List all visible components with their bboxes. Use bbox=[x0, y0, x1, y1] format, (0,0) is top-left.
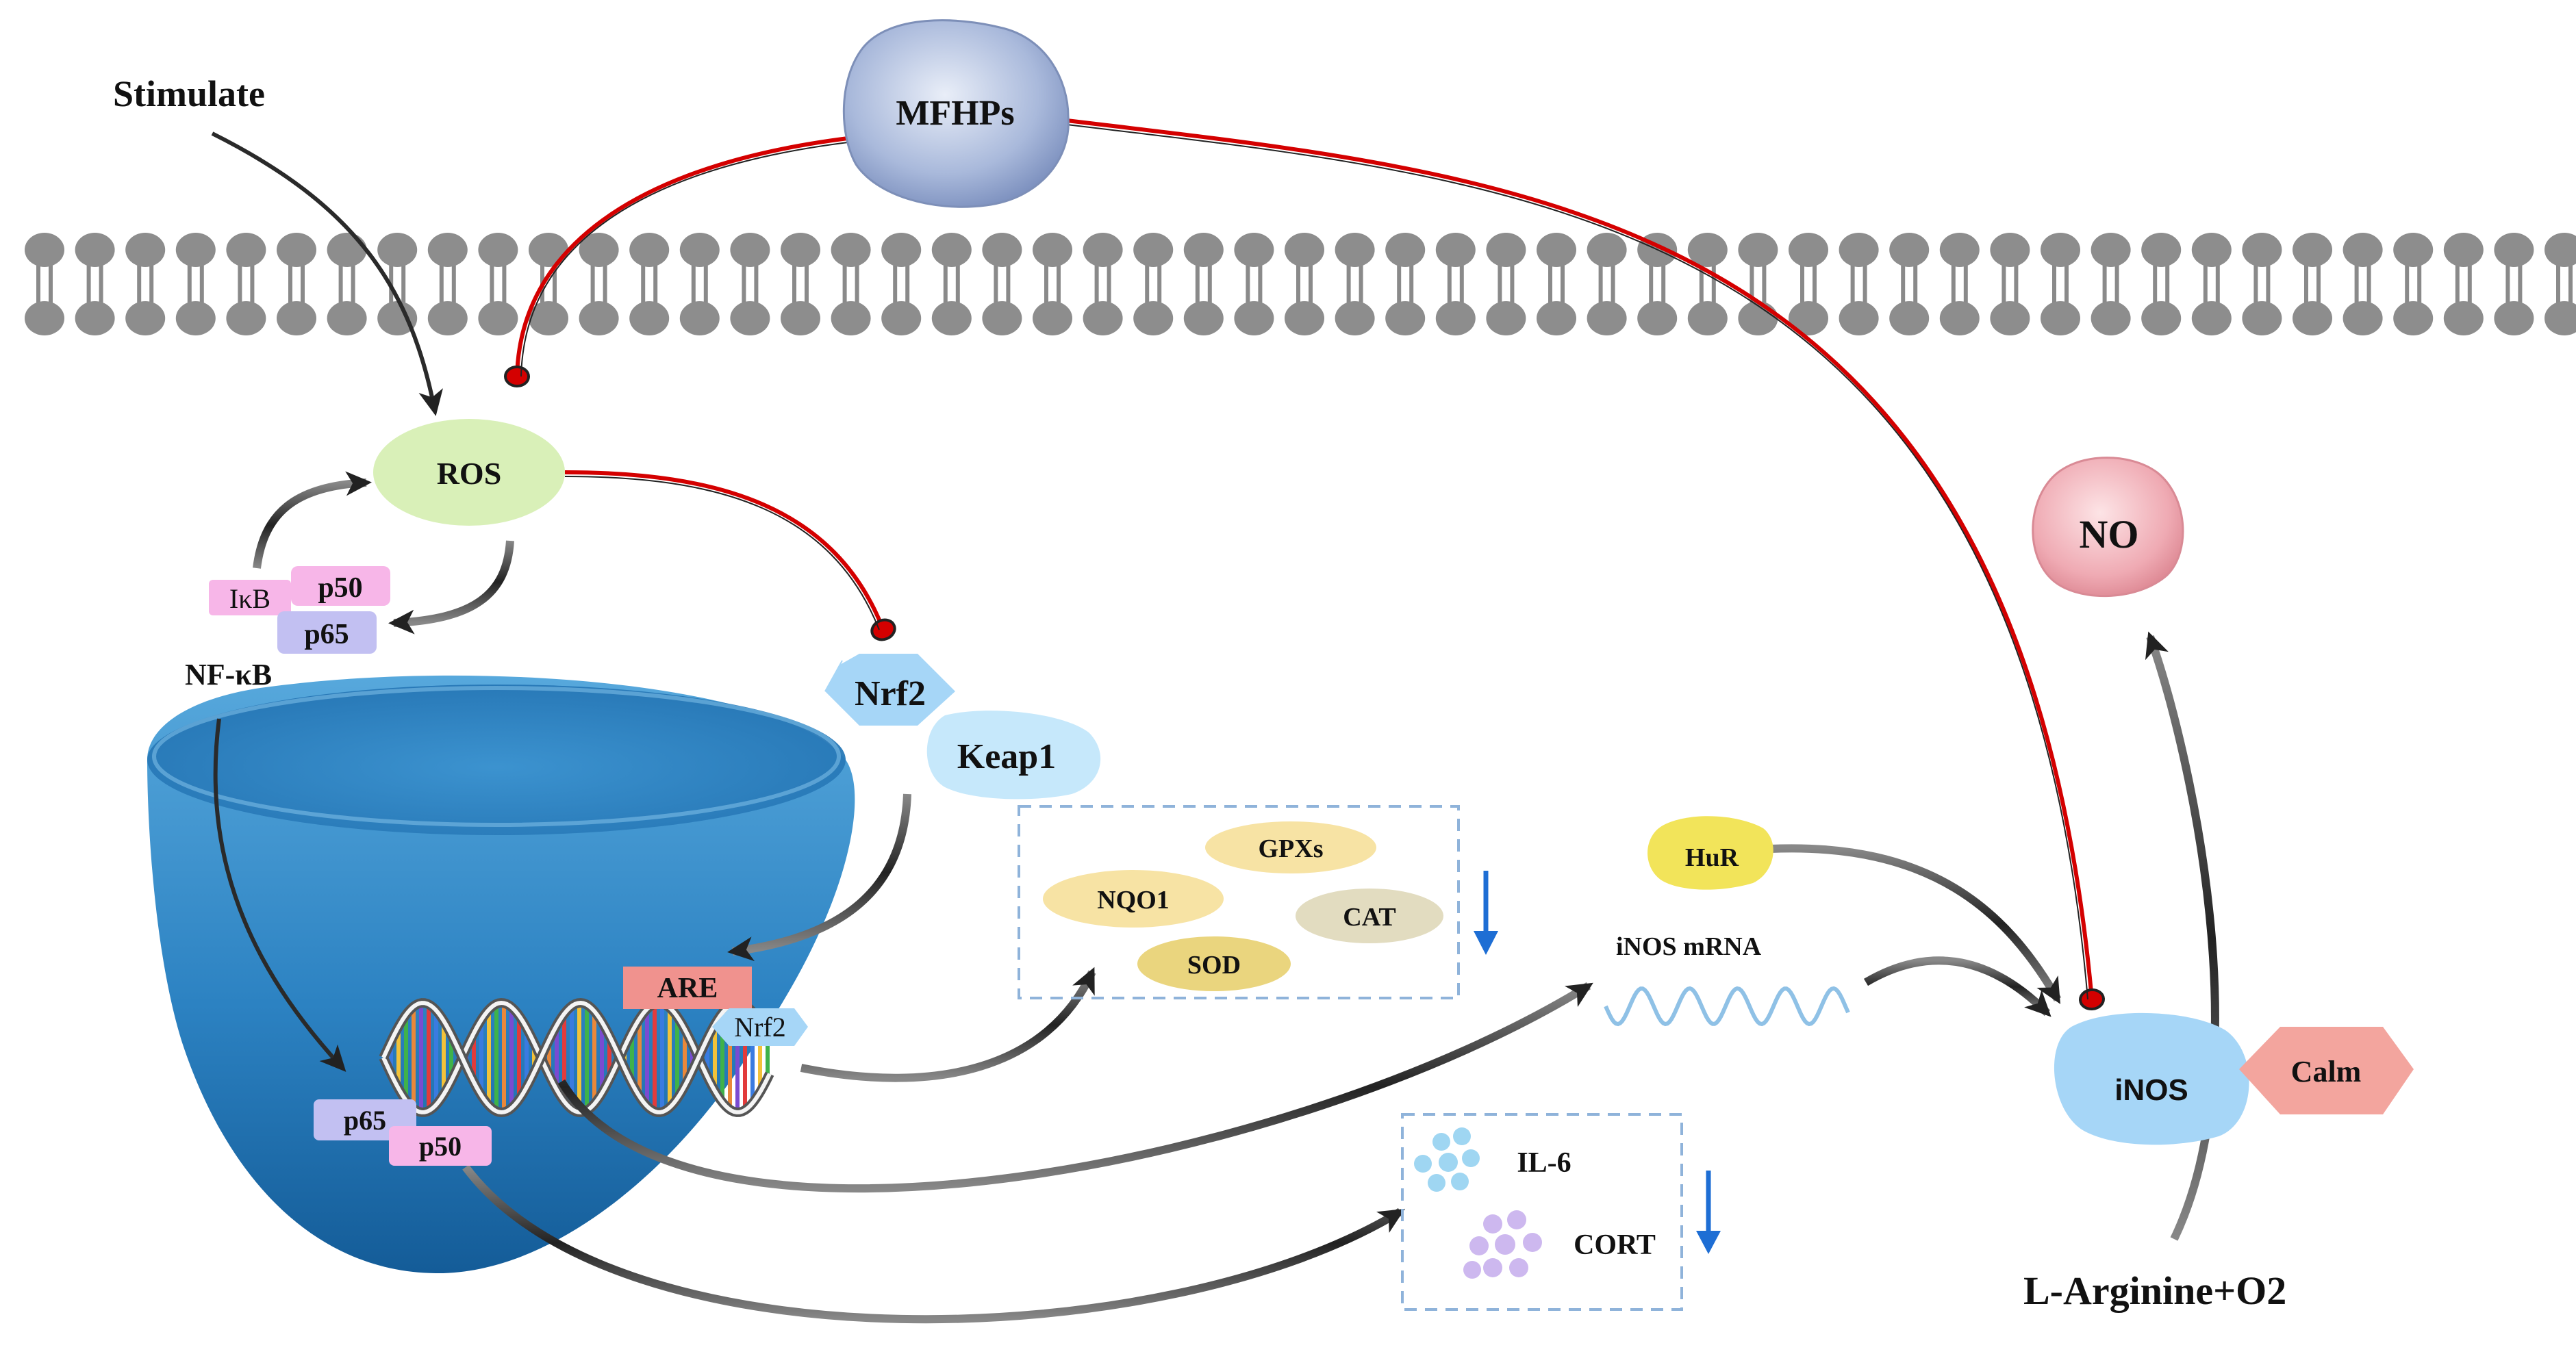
arrow-dna-mrna bbox=[557, 982, 1593, 1192]
arrow-nucleus-cytokines bbox=[462, 1164, 1405, 1324]
nfkb-complex: IκB p50 p65 NF-κB bbox=[185, 566, 390, 691]
down-arrow-icon bbox=[1696, 1171, 1721, 1254]
antioxidant-box: GPXs NQO1 CAT SOD bbox=[1018, 805, 1498, 999]
p65-nuclear-label: p65 bbox=[344, 1105, 386, 1136]
nrf2-label: Nrf2 bbox=[855, 674, 926, 713]
inos-mrna: iNOS mRNA bbox=[1604, 932, 1850, 1027]
p65-label: p65 bbox=[304, 619, 349, 650]
hur-node: HuR bbox=[1647, 816, 1773, 890]
ros-label: ROS bbox=[437, 456, 502, 491]
dna-helix-icon bbox=[379, 997, 774, 1118]
keap1-label: Keap1 bbox=[957, 737, 1056, 776]
calm-label: Calm bbox=[2291, 1055, 2362, 1088]
ros-node: ROS bbox=[373, 419, 565, 526]
arrow-stimulate-ros bbox=[211, 131, 443, 416]
p65-p50-nuclear: p65 p50 bbox=[314, 1099, 492, 1166]
are-nrf2-nuclear: ARE Nrf2 bbox=[623, 967, 808, 1046]
mfhps-node: MFHPs bbox=[842, 19, 1070, 208]
gpxs-label: GPXs bbox=[1259, 834, 1324, 863]
no-node: NO bbox=[2032, 457, 2184, 598]
nrf2-nuclear-label: Nrf2 bbox=[734, 1012, 786, 1043]
are-label: ARE bbox=[657, 973, 718, 1004]
lipid-bilayer-icon bbox=[25, 233, 2576, 335]
cat-label: CAT bbox=[1343, 903, 1396, 932]
mfhps-label: MFHPs bbox=[896, 94, 1014, 133]
no-label: NO bbox=[2080, 512, 2139, 557]
p50-nuclear-label: p50 bbox=[419, 1131, 462, 1162]
inos-mrna-label: iNOS mRNA bbox=[1616, 932, 1762, 961]
inhibit-mfhps-inos bbox=[1061, 118, 2105, 1011]
sod-label: SOD bbox=[1187, 951, 1241, 980]
inhibit-mfhps-ros bbox=[504, 135, 860, 388]
arrow-mrna-inos bbox=[1863, 956, 2051, 1017]
il6-label: IL-6 bbox=[1517, 1147, 1571, 1179]
arrow-dna-antioxidants bbox=[800, 967, 1096, 1082]
cort-label: CORT bbox=[1574, 1229, 1656, 1261]
il6-dots bbox=[1414, 1127, 1480, 1192]
hur-label: HuR bbox=[1685, 843, 1739, 872]
arrow-nfkb-ros bbox=[253, 471, 372, 569]
inhibit-ros-nrf2 bbox=[564, 470, 896, 641]
cort-dots bbox=[1463, 1210, 1542, 1279]
arrow-nfkb-nucleus bbox=[213, 718, 346, 1072]
arrow-ros-nfkb bbox=[388, 540, 514, 635]
nfkb-label: NF-κB bbox=[185, 658, 272, 691]
cytokine-box: IL-6 CORT bbox=[1401, 1113, 1721, 1311]
nrf2-keap1-complex: Nrf2 Keap1 bbox=[824, 654, 1101, 800]
mrna-wave-icon bbox=[1604, 986, 1850, 1027]
down-arrow-icon bbox=[1474, 871, 1498, 955]
nqo1-label: NQO1 bbox=[1097, 886, 1170, 915]
stimulate-label: Stimulate bbox=[113, 73, 265, 114]
ikb-label: IκB bbox=[229, 583, 270, 614]
l-arginine-label: L-Arginine+O2 bbox=[2023, 1268, 2286, 1313]
p50-label: p50 bbox=[318, 572, 362, 604]
arrow-arginine-no bbox=[2145, 631, 2219, 1241]
arrow-hur-inos bbox=[1769, 844, 2062, 1004]
inos-label: iNOS bbox=[2114, 1073, 2188, 1107]
calm-node: Calm bbox=[2239, 1027, 2414, 1114]
arrow-keap1-are bbox=[727, 793, 911, 962]
inos-node: iNOS bbox=[2054, 1012, 2249, 1145]
